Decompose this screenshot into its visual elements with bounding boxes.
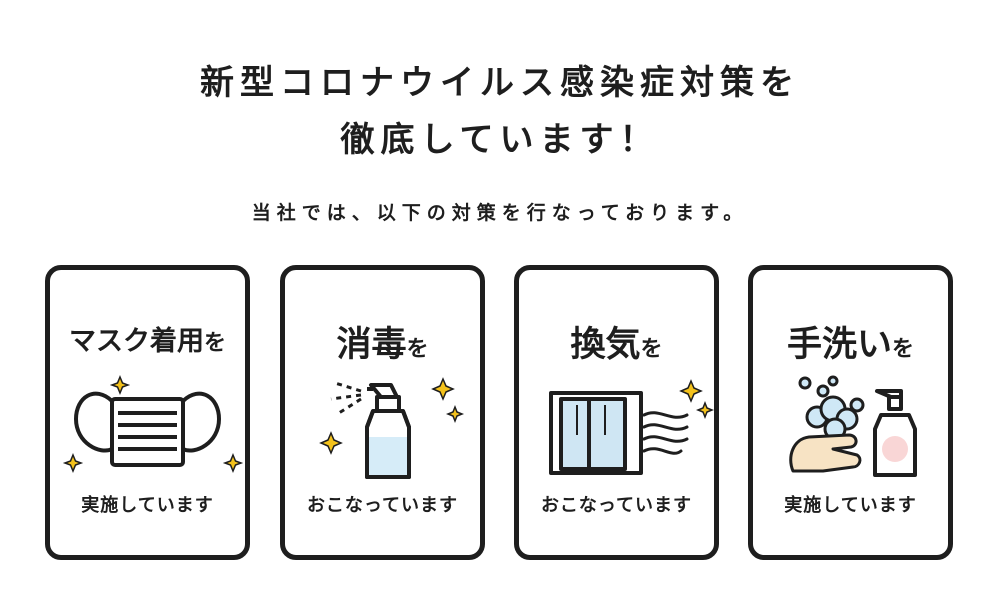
headline-line-2: 徹底しています！ [340,120,660,160]
sparkle-icon [319,431,343,455]
card-title-suffix: を [640,337,663,362]
card-title: マスク着用を [50,328,245,355]
sparkle-icon [109,375,131,395]
spray-bottle-icon [319,377,465,479]
card-footer: おこなっています [540,495,693,516]
card-footer: 実施しています [784,495,917,516]
card-title-main: 手洗い [786,325,892,365]
card-footer: 実施しています [81,495,214,516]
hand-soap-icon [789,375,917,477]
card-title: 消毒を [285,328,480,363]
sparkle-icon [679,379,703,403]
headline-line-1: 新型コロナウイルス感染症対策を [200,63,800,103]
sparkle-icon [431,377,455,401]
card-title-main: マスク着用 [68,326,204,357]
card-footer: おこなっています [306,495,459,516]
sparkle-icon [445,404,465,424]
open-window-icon [549,379,714,475]
card-title: 換気を [519,328,714,363]
card-mask: マスク着用を 実施しています [45,265,250,560]
card-title-suffix: を [892,337,915,362]
card-title-suffix: を [203,331,226,356]
card-handwashing: 手洗いを 実施しています [748,265,953,560]
subheading: 当社では、以下の対策を行なっております。 [251,202,749,224]
face-mask-icon [62,375,244,473]
card-ventilation: 換気を おこなっています [514,265,719,560]
sparkle-icon [62,453,84,473]
card-title-suffix: を [406,337,429,362]
card-title-main: 消毒 [336,325,407,365]
card-title: 手洗いを [753,328,948,363]
card-disinfect: 消毒を おこなっています [280,265,485,560]
sparkle-icon [222,453,244,473]
card-title-main: 換気 [570,325,641,365]
sparkle-icon [695,400,714,420]
